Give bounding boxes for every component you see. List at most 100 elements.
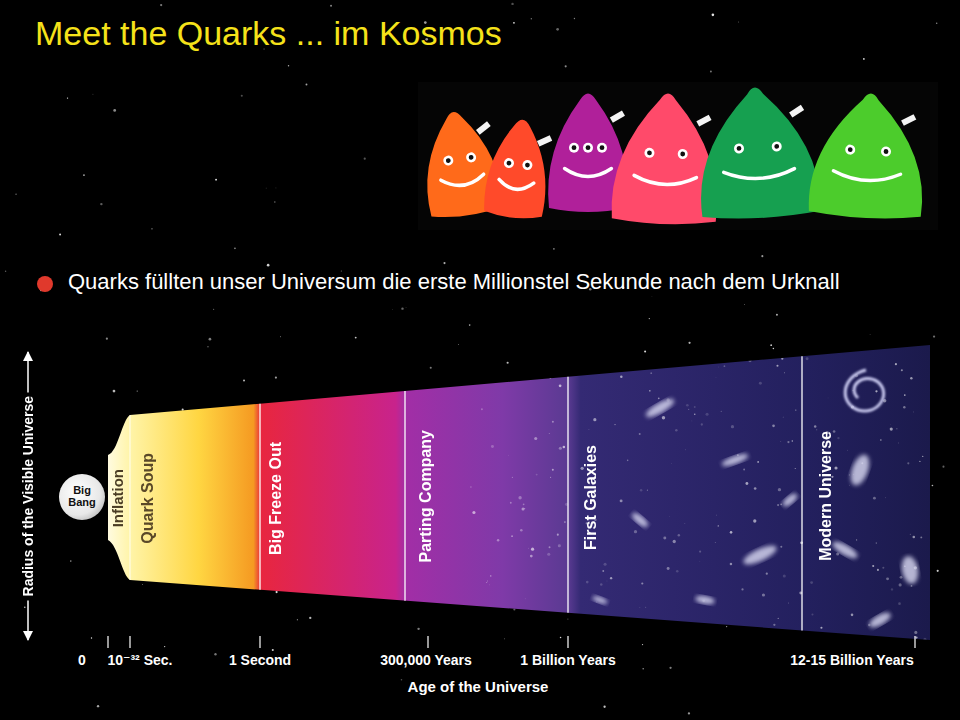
- star: [642, 644, 643, 645]
- space-dust: [754, 487, 757, 490]
- space-dust: [675, 429, 677, 431]
- star: [401, 307, 403, 309]
- space-dust: [554, 363, 555, 364]
- tick: [259, 636, 260, 648]
- space-dust: [898, 602, 901, 605]
- space-dust: [762, 593, 765, 596]
- space-dust: [741, 588, 743, 590]
- space-dust: [684, 449, 686, 451]
- space-dust: [626, 620, 629, 623]
- space-dust: [792, 440, 793, 441]
- space-dust: [904, 394, 906, 396]
- space-dust: [895, 363, 897, 365]
- era-band: Quark Soup: [137, 450, 159, 547]
- space-dust: [915, 636, 917, 638]
- space-dust: [780, 503, 782, 505]
- galaxy: [591, 594, 608, 605]
- star: [776, 314, 778, 316]
- star: [151, 228, 152, 229]
- space-dust: [890, 428, 893, 431]
- space-dust: [694, 413, 695, 414]
- space-dust: [662, 416, 665, 419]
- space-dust: [557, 534, 559, 536]
- galaxy: [694, 594, 715, 605]
- star: [770, 344, 772, 346]
- space-dust: [903, 406, 905, 408]
- space-dust: [486, 582, 487, 583]
- star: [234, 247, 236, 249]
- space-dust: [524, 598, 526, 600]
- space-dust: [506, 377, 508, 379]
- galaxy: [720, 451, 749, 468]
- star: [469, 324, 471, 326]
- star: [726, 626, 727, 627]
- space-dust: [670, 462, 672, 464]
- space-dust: [620, 499, 623, 502]
- space-dust: [780, 441, 782, 443]
- space-dust: [816, 429, 818, 431]
- space-dust: [759, 382, 762, 385]
- star: [97, 705, 99, 707]
- toy-smile: [634, 175, 697, 185]
- star: [70, 560, 72, 562]
- space-dust: [846, 449, 848, 451]
- space-dust: [668, 516, 670, 518]
- space-dust: [684, 523, 686, 525]
- space-dust: [520, 529, 523, 532]
- toy-eye: [644, 148, 654, 158]
- galaxies: [470, 339, 927, 648]
- space-dust: [586, 581, 589, 584]
- space-dust: [909, 533, 911, 535]
- space-dust: [571, 347, 574, 350]
- star: [100, 203, 102, 205]
- space-dust: [914, 631, 917, 634]
- toy-pupil: [506, 160, 511, 165]
- star: [137, 390, 138, 391]
- space-dust: [552, 469, 554, 471]
- space-dust: [565, 632, 567, 634]
- galaxy: [644, 396, 677, 421]
- space-dust: [882, 567, 884, 569]
- axis-title: Radius of the Visible Universe: [19, 392, 37, 600]
- era-label: Inflation: [109, 469, 126, 527]
- space-dust: [528, 547, 530, 549]
- tick: [129, 636, 130, 648]
- space-dust: [641, 582, 643, 584]
- space-dust: [753, 519, 756, 522]
- star: [113, 390, 116, 393]
- star: [744, 304, 746, 306]
- toy-pupil: [586, 145, 591, 150]
- space-dust: [579, 365, 581, 367]
- space-dust: [536, 474, 538, 476]
- toy-tag: [537, 135, 552, 146]
- tick-label: 1 Second: [229, 652, 291, 668]
- star: [688, 712, 690, 714]
- space-dust: [788, 602, 790, 604]
- space-dust: [487, 580, 489, 582]
- star: [274, 201, 276, 203]
- toy-smile: [724, 169, 795, 181]
- space-dust: [877, 569, 879, 571]
- space-dust: [552, 421, 554, 423]
- tick-label: 300,000 Years: [380, 652, 472, 668]
- space-dust: [922, 456, 923, 457]
- star: [214, 653, 216, 655]
- space-dust: [724, 365, 726, 367]
- star: [83, 174, 85, 176]
- toy-pupil: [884, 149, 889, 154]
- space-dust: [900, 576, 903, 579]
- space-dust: [511, 535, 513, 537]
- star: [644, 350, 646, 352]
- space-dust: [923, 638, 926, 641]
- tick: [567, 636, 568, 648]
- space-dust: [481, 408, 483, 410]
- space-dust: [504, 612, 505, 613]
- space-dust: [872, 565, 874, 567]
- toy-tag: [789, 105, 804, 118]
- star: [430, 367, 432, 369]
- space-dust: [730, 531, 733, 534]
- quark-toy: [808, 91, 928, 221]
